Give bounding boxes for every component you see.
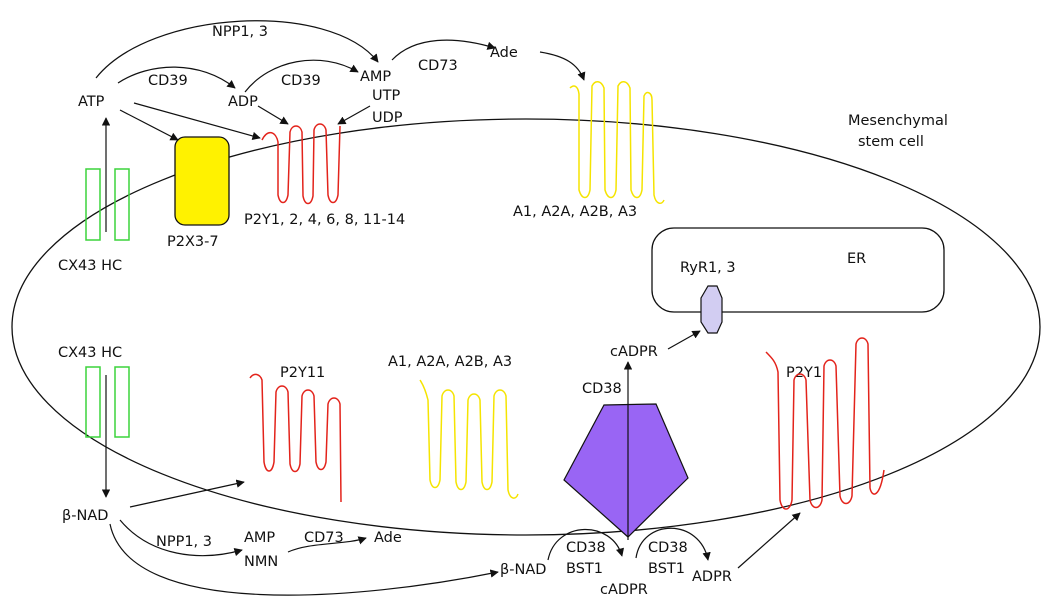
cd73-top-label: CD73: [418, 58, 458, 74]
arrow-bnad-to-bnad2: [109, 523, 499, 596]
nmn-label: NMN: [244, 554, 278, 570]
adenosine-receptor-top: [569, 81, 665, 204]
arrow-atp-to-p2x: [119, 109, 179, 141]
ryr-label: RyR1, 3: [680, 260, 736, 276]
p2y11-label: P2Y11: [280, 365, 325, 381]
bnad2-label: β-NAD: [500, 562, 546, 578]
bst1-left-label: BST1: [566, 561, 603, 577]
a-receptors-bottom-label: A1, A2A, A2B, A3: [388, 354, 512, 370]
arrow-amp-to-ade: [391, 39, 496, 61]
adenosine-receptor-bottom: [419, 379, 519, 499]
npp-top-label: NPP1, 3: [212, 24, 268, 40]
arrow-utp-to-p2y: [337, 105, 371, 125]
p2x-receptor: [174, 136, 230, 226]
atp-label: ATP: [78, 94, 105, 110]
bnad-label: β-NAD: [62, 508, 108, 524]
arrow-atp-to-adp: [117, 66, 236, 89]
cell-label-line1: Mesenchymal: [848, 113, 948, 129]
npp-bottom-label: NPP1, 3: [156, 534, 212, 550]
amp-bottom-label: AMP: [244, 530, 275, 546]
cadpr-bottom-label: cADPR: [600, 582, 648, 598]
cd38-enzyme: [563, 403, 689, 538]
arrow-adpr-to-p2y1: [737, 512, 801, 569]
p2y-receptor-top: [261, 123, 341, 205]
amp-top-label: AMP: [360, 69, 391, 85]
a-receptors-top-label: A1, A2A, A2B, A3: [513, 204, 637, 220]
adpr-label: ADPR: [692, 569, 732, 585]
p2y1-label: P2Y1: [786, 365, 822, 381]
p2y11-receptor: [249, 373, 342, 503]
cd73-bottom-label: CD73: [304, 530, 344, 546]
arrow-adp-to-amp: [244, 59, 359, 93]
ade-top-label: Ade: [490, 45, 518, 61]
arrow-amp-to-ade-bottom: [287, 536, 367, 553]
arrow-atp-to-p2y: [133, 102, 261, 141]
arrow-cadpr-to-ryr: [667, 330, 701, 350]
cadpr-top-label: cADPR: [610, 344, 658, 360]
cx43-hc-bottom-right-bar: [114, 366, 130, 438]
arrow-bnad-to-amp: [119, 519, 243, 557]
er-compartment: [651, 227, 945, 313]
cx43-hc-top-right-bar: [114, 168, 130, 241]
arrow-adp-to-p2y: [257, 105, 289, 125]
cell-membrane: [11, 118, 1041, 536]
p2y1-receptor: [765, 337, 885, 510]
arrow-cadpr-to-adpr: [635, 527, 711, 561]
cd38-top-label: CD38: [582, 381, 622, 397]
ryr-channel: [700, 285, 723, 334]
arrow-ade-to-a-receptor: [539, 51, 586, 81]
er-label: ER: [847, 251, 866, 267]
bst1-right-label: BST1: [648, 561, 685, 577]
cx43-hc-top-left-bar: [85, 168, 101, 241]
p2y-top-label: P2Y1, 2, 4, 6, 8, 11-14: [244, 212, 405, 228]
cx43-hc-bottom-left-bar: [85, 366, 101, 438]
cd38-left-label: CD38: [566, 540, 606, 556]
cx43-hc-top-label: CX43 HC: [58, 258, 122, 274]
cell-label-line2: stem cell: [858, 134, 924, 150]
udp-label: UDP: [372, 110, 403, 126]
cd39-b-label: CD39: [281, 73, 321, 89]
utp-label: UTP: [372, 88, 400, 104]
arrow-bnad2-to-cadpr: [547, 528, 625, 561]
arrow-atp-to-amp: [95, 20, 379, 79]
ade-bottom-label: Ade: [374, 530, 402, 546]
arrow-bnad-to-p2y11: [129, 479, 245, 508]
cd39-a-label: CD39: [148, 73, 188, 89]
adp-label: ADP: [228, 94, 258, 110]
cx43-hc-bottom-label: CX43 HC: [58, 345, 122, 361]
p2x-label: P2X3-7: [167, 234, 219, 250]
cd38-right-label: CD38: [648, 540, 688, 556]
